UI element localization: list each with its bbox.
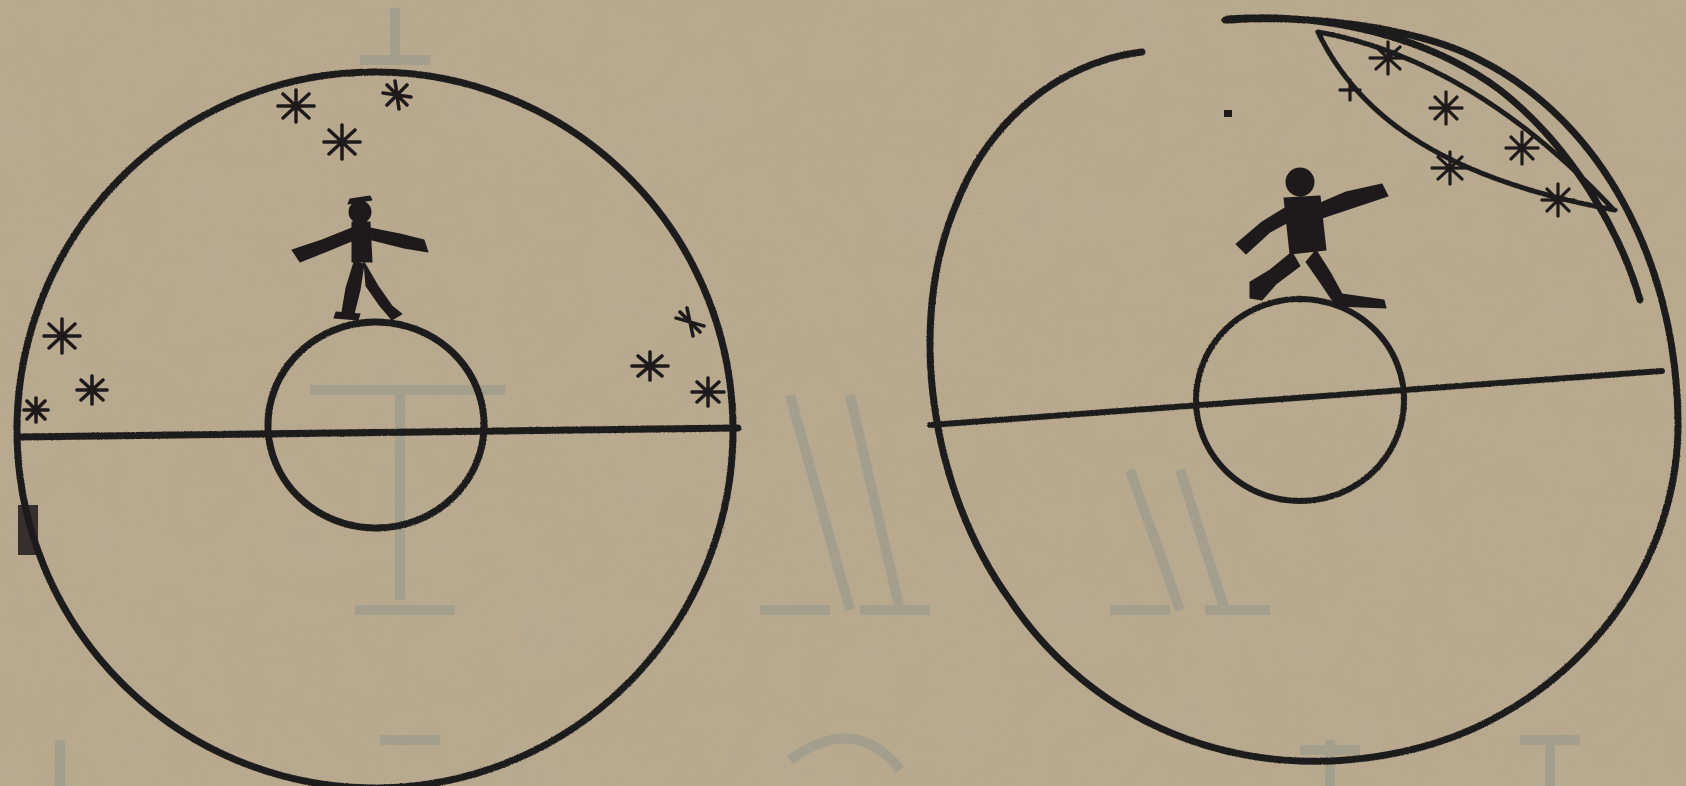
ink-speck	[1224, 110, 1232, 117]
star-icon	[324, 125, 360, 159]
ink-speck	[18, 505, 38, 555]
star-icon	[383, 81, 411, 109]
star-icon	[1542, 184, 1574, 216]
star-icon	[692, 378, 724, 406]
star-icon	[24, 398, 48, 422]
star-icon	[632, 352, 668, 380]
star-icon	[44, 319, 80, 353]
star-icon	[1430, 92, 1462, 124]
star-icon	[1432, 152, 1468, 184]
star-icon	[1506, 132, 1538, 164]
star-icon	[77, 376, 107, 404]
star-icon	[278, 90, 314, 122]
star-icon	[1370, 42, 1406, 74]
